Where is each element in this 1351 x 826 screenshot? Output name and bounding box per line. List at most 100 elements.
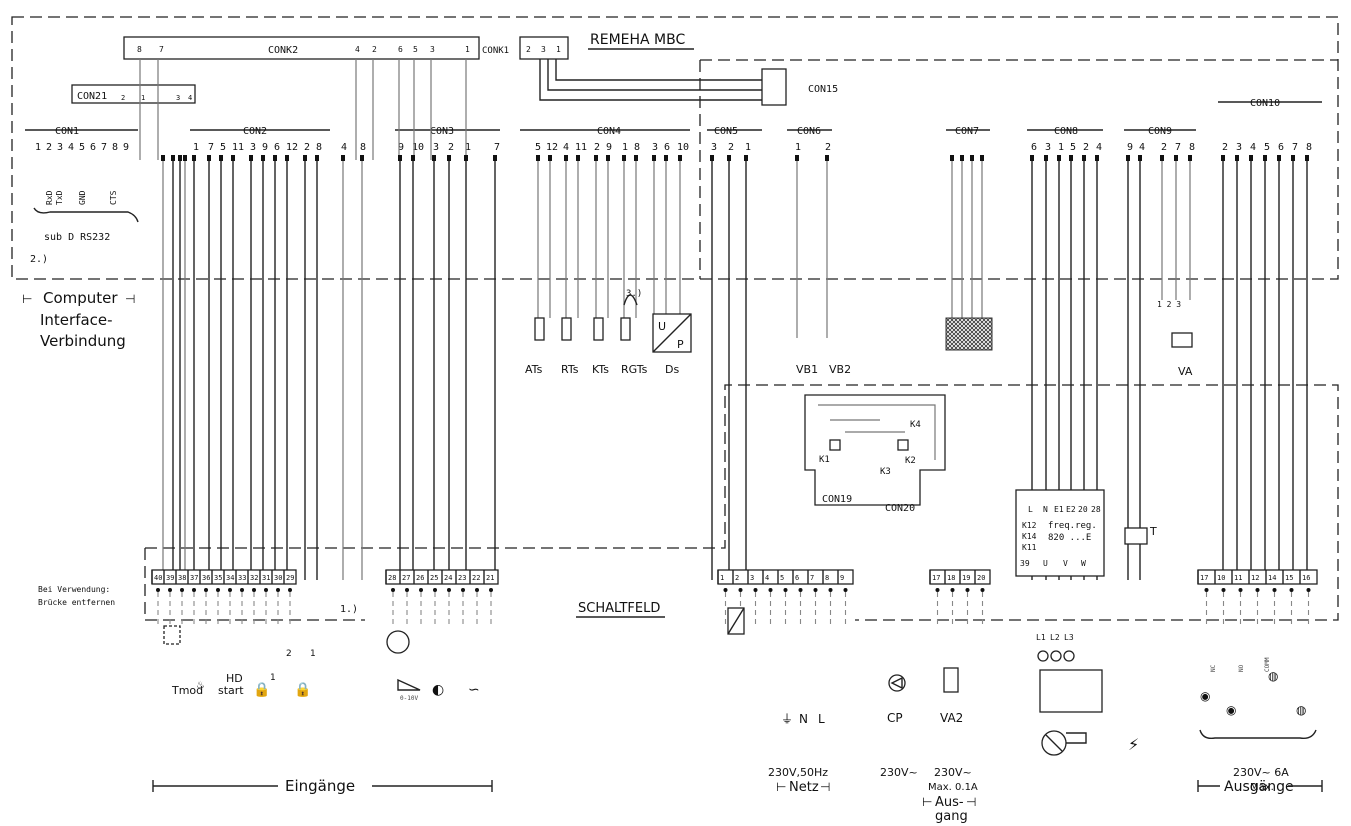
motor-l3: L3 xyxy=(1064,633,1074,642)
terminal-screw xyxy=(1289,588,1294,592)
input-lock1: 1 xyxy=(270,673,276,683)
connector-pin xyxy=(261,155,265,161)
relay-k3: K3 xyxy=(880,467,891,477)
terminal-screw xyxy=(843,588,848,592)
connector-pin xyxy=(594,155,598,161)
con21-label: CON21 xyxy=(77,91,107,102)
outputs-rating: 230V~ 6A xyxy=(1233,766,1289,779)
terminal-screw xyxy=(980,588,985,592)
output-devices: NC NO COMM ◉ ◉ ◍ ◍ 230V~ 6A Max. xyxy=(1199,657,1317,793)
terminal-number: 15 xyxy=(1285,574,1293,582)
connector-pin xyxy=(564,155,568,161)
svg-text:⊢: ⊢ xyxy=(22,292,32,306)
con5-pin: 1 xyxy=(745,142,751,153)
con2-pin: 12 xyxy=(286,142,298,153)
connector-pin xyxy=(1291,155,1295,161)
conk2-pin: 7 xyxy=(159,45,164,54)
connector-pin xyxy=(398,155,402,161)
input-lock3: 1 xyxy=(310,649,316,659)
terminal-number: 12 xyxy=(1251,574,1259,582)
con4-pin: 1 xyxy=(622,142,628,153)
connector-pin xyxy=(1249,155,1253,161)
freq-pin-v: V xyxy=(1063,559,1068,568)
con3-pin: 2 xyxy=(448,142,454,153)
terminal-screw xyxy=(156,588,160,592)
connector-pin xyxy=(825,155,829,161)
valve-group: VB1 VB2 xyxy=(796,363,851,376)
con1-note: sub D RS232 xyxy=(44,232,110,243)
terminal-number: 5 xyxy=(780,574,784,582)
terminal-number: 21 xyxy=(486,574,494,582)
con2-pin: 11 xyxy=(232,142,244,153)
freq-pin-e2: E2 xyxy=(1066,505,1076,514)
outputs-max: Max. xyxy=(1250,782,1274,793)
terminal-screw xyxy=(276,588,280,592)
note-1: 1.) xyxy=(340,604,358,615)
con1-label: CON1 xyxy=(55,126,79,137)
connector-pin xyxy=(360,155,364,161)
con10-pin: 6 xyxy=(1278,142,1284,153)
freq-k12: K12 xyxy=(1022,521,1037,530)
connector-pin xyxy=(727,155,731,161)
con2-pin: 1 xyxy=(193,142,199,153)
con9-pin: 4 xyxy=(1139,142,1145,153)
connector-pin xyxy=(231,155,235,161)
con8-pin: 4 xyxy=(1096,142,1102,153)
terminal-screw xyxy=(240,588,244,592)
svg-text:⊣: ⊣ xyxy=(820,780,830,794)
con7-block xyxy=(945,317,993,351)
terminal-number: 10 xyxy=(1217,574,1225,582)
freq-pin-u: U xyxy=(1043,559,1048,568)
netz-rating: 230V,50Hz xyxy=(768,766,828,779)
con2-pin: 5 xyxy=(220,142,226,153)
terminal-number: 35 xyxy=(214,574,222,582)
terminal-number: 29 xyxy=(286,574,294,582)
freq-pin-n: N xyxy=(1043,505,1048,514)
terminal-number: 26 xyxy=(416,574,424,582)
terminal-number: 24 xyxy=(444,574,452,582)
va2-max: Max. 0.1A xyxy=(928,782,978,793)
terminal-number: 34 xyxy=(226,574,234,582)
svg-text:⊣: ⊣ xyxy=(125,292,135,306)
connector-pin xyxy=(303,155,307,161)
output-comm: COMM xyxy=(1264,657,1271,672)
input-devices: Tmod HD start 1 2 1 🔒 🔒 ♨ xyxy=(163,625,316,698)
freq-k11: K11 xyxy=(1022,543,1037,552)
sensor-ats: ATs xyxy=(525,363,543,376)
con10-pin: 4 xyxy=(1250,142,1256,153)
freq-pin-28: 28 xyxy=(1091,505,1101,514)
con10-pin: 8 xyxy=(1306,142,1312,153)
connector-pin xyxy=(464,155,468,161)
cp-label: CP xyxy=(887,711,903,725)
netz-l: L xyxy=(818,712,825,726)
con9-label: CON9 xyxy=(1148,126,1172,137)
con10-pin: 3 xyxy=(1236,142,1242,153)
terminal-screw xyxy=(1306,588,1311,592)
panel-title: SCHALTFELD xyxy=(578,601,660,616)
burner-icon: ♨ xyxy=(196,680,205,691)
connector-pin xyxy=(1277,155,1281,161)
connector-pin xyxy=(795,155,799,161)
terminal-number: 19 xyxy=(962,574,970,582)
connector-pin xyxy=(1044,155,1048,161)
terminal-number: 28 xyxy=(388,574,396,582)
con1-pin: 7 xyxy=(101,142,107,153)
va-label: VA xyxy=(1178,365,1193,378)
con9-pin: 7 xyxy=(1175,142,1181,153)
terminal-screw xyxy=(419,588,423,592)
terminal-screw xyxy=(264,588,268,592)
con4-pin: 8 xyxy=(634,142,640,153)
con9-pin: 8 xyxy=(1189,142,1195,153)
terminal-number: 25 xyxy=(430,574,438,582)
terminal-screw xyxy=(1204,588,1209,592)
board-outline xyxy=(11,16,1339,280)
section-ausgang-2: gang xyxy=(935,809,968,824)
connector-pin xyxy=(980,155,984,161)
relay-k2: K2 xyxy=(905,456,916,466)
con1-pin: 3 xyxy=(57,142,63,153)
conk2-pin: 2 xyxy=(372,45,377,54)
svg-text:⊣: ⊣ xyxy=(966,795,976,809)
sensor-group: 3.) U P ATs RTs KTs RGTs Ds xyxy=(525,289,692,376)
connector-pin xyxy=(960,155,964,161)
